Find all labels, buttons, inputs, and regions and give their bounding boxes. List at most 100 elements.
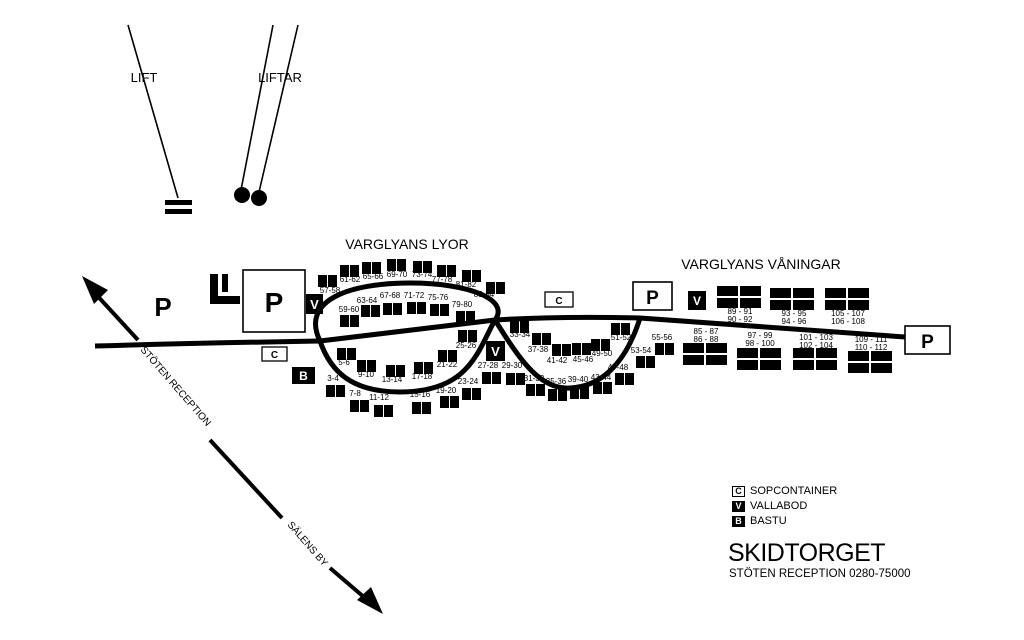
cabin-label: 81-82: [456, 280, 477, 289]
legend-label: BASTU: [750, 515, 787, 527]
vallabod-1: V: [310, 297, 319, 312]
access-road: STÖTEN RECEPTION SÄLENS BY: [82, 276, 383, 614]
cabin-label: 57-58: [320, 286, 341, 295]
bastu: B: [299, 369, 308, 383]
liftar-label: LIFTAR: [258, 70, 302, 85]
cabin-61-62: 61-62: [340, 265, 361, 284]
cabin-53-54: 53-54: [631, 346, 655, 368]
cabin-label: 79-80: [452, 300, 473, 309]
cabin-label: 55-56: [652, 333, 673, 342]
cabin-label: 59-60: [339, 305, 360, 314]
cabin-15-16: 15-16: [410, 390, 431, 414]
container-1: C: [271, 350, 278, 361]
apartment-label: 102 - 104: [799, 341, 833, 350]
cabin-label: 43-44: [591, 373, 612, 382]
cabin-31-32: 31-32: [524, 374, 545, 396]
cabin-7-8: 7-8: [349, 389, 369, 412]
cabin-label: 69-70: [387, 270, 408, 279]
cabin-13-14: 13-14: [382, 365, 405, 384]
cabin-label: 75-76: [428, 293, 449, 302]
cabin-label: 83-84: [474, 290, 495, 299]
cabin-81-82: 81-82: [456, 270, 481, 289]
cabin-23-24: 23-24: [458, 377, 481, 400]
cabin-71-72: 71-72: [404, 291, 426, 314]
cabin-43-44: 43-44: [591, 373, 612, 394]
cabin-5-6: 5-6: [337, 348, 356, 367]
cabin-label: 33-34: [510, 330, 531, 339]
apartment-label: 98 - 100: [745, 339, 775, 348]
cabin-51-52: 51-52: [611, 323, 632, 342]
cabin-21-22: 21-22: [437, 350, 458, 369]
cabin-67-68: 67-68: [380, 291, 402, 315]
apartment-label: 86 - 88: [694, 335, 719, 344]
cabin-45-46: 45-46: [572, 343, 594, 364]
apartment-label: 109 - 111: [855, 335, 888, 344]
apartment-label: 94 - 96: [782, 317, 807, 326]
area-title-vaningar: VARGLYANS VÅNINGAR: [681, 256, 840, 272]
cabin-label: 25-26: [456, 341, 477, 350]
apartment-label: 106 - 108: [831, 317, 865, 326]
apartment-label: 105 - 107: [831, 309, 865, 318]
cabin-label: 67-68: [380, 291, 401, 300]
cabin-label: 7-8: [349, 389, 361, 398]
cabin-79-80: 79-80: [452, 300, 475, 323]
cabin-label: 17-18: [412, 372, 433, 381]
cabin-33-34: 33-34: [510, 321, 531, 339]
apartment-label: 89 - 91: [728, 307, 753, 316]
parking-main: P: [265, 287, 284, 318]
cabin-label: 73-74: [412, 270, 433, 279]
cabin-49-50: 49-50: [591, 339, 613, 358]
cabin-27-28: 27-28: [478, 361, 501, 384]
cabin-73-74: 73-74: [412, 261, 433, 279]
apartment-label: 90 - 92: [728, 315, 753, 324]
footer-title: SKIDTORGET: [728, 539, 886, 567]
cabin-3-4: 3-4: [326, 374, 345, 397]
cabin-11-12: 11-12: [369, 393, 393, 417]
cabin-label: 71-72: [404, 291, 425, 300]
legend-label: SOPCONTAINER: [750, 485, 838, 497]
vallabod-2: V: [491, 344, 500, 359]
cabin-75-76: 75-76: [428, 293, 449, 316]
parking-3: P: [921, 332, 934, 353]
apartment-label: 93 - 95: [782, 309, 807, 318]
road-label-salen: SÄLENS BY: [285, 519, 331, 569]
cabin-label: 3-4: [327, 374, 339, 383]
cabin-label: 29-30: [502, 361, 523, 370]
cabin-label: 11-12: [369, 393, 389, 402]
cabin-label: 19-20: [436, 386, 457, 395]
cabin-label: 41-42: [547, 356, 568, 365]
parking-sign: P: [154, 292, 171, 322]
lift: LIFT: [127, 24, 192, 214]
container-2: C: [555, 296, 562, 307]
cabin-59-60: 59-60: [339, 305, 360, 327]
vallabod-3: V: [693, 294, 701, 308]
apartment-label: 97 - 99: [748, 331, 773, 340]
cabin-label: 21-22: [437, 360, 458, 369]
lift-label: LIFT: [131, 70, 158, 85]
building-icon: [210, 274, 240, 304]
cabin-17-18: 17-18: [412, 362, 433, 381]
cabin-label: 53-54: [631, 346, 652, 355]
cabin-57-58: 57-58: [318, 275, 341, 295]
apartment-label: 110 - 112: [855, 343, 888, 352]
bastu-icon: B: [732, 516, 745, 527]
footer-contact: STÖTEN RECEPTION 0280-75000: [729, 568, 911, 580]
cabin-47-48: 47-48: [608, 363, 634, 385]
cabin-label: 35-36: [546, 377, 567, 386]
cabin-41-42: 41-42: [547, 344, 571, 365]
facilities: P P V C B V C P V P: [154, 269, 951, 384]
parking-2: P: [646, 288, 659, 309]
cabin-37-38: 37-38: [528, 333, 551, 354]
cabin-29-30: 29-30: [502, 361, 525, 385]
cabin-label: 49-50: [592, 349, 613, 358]
